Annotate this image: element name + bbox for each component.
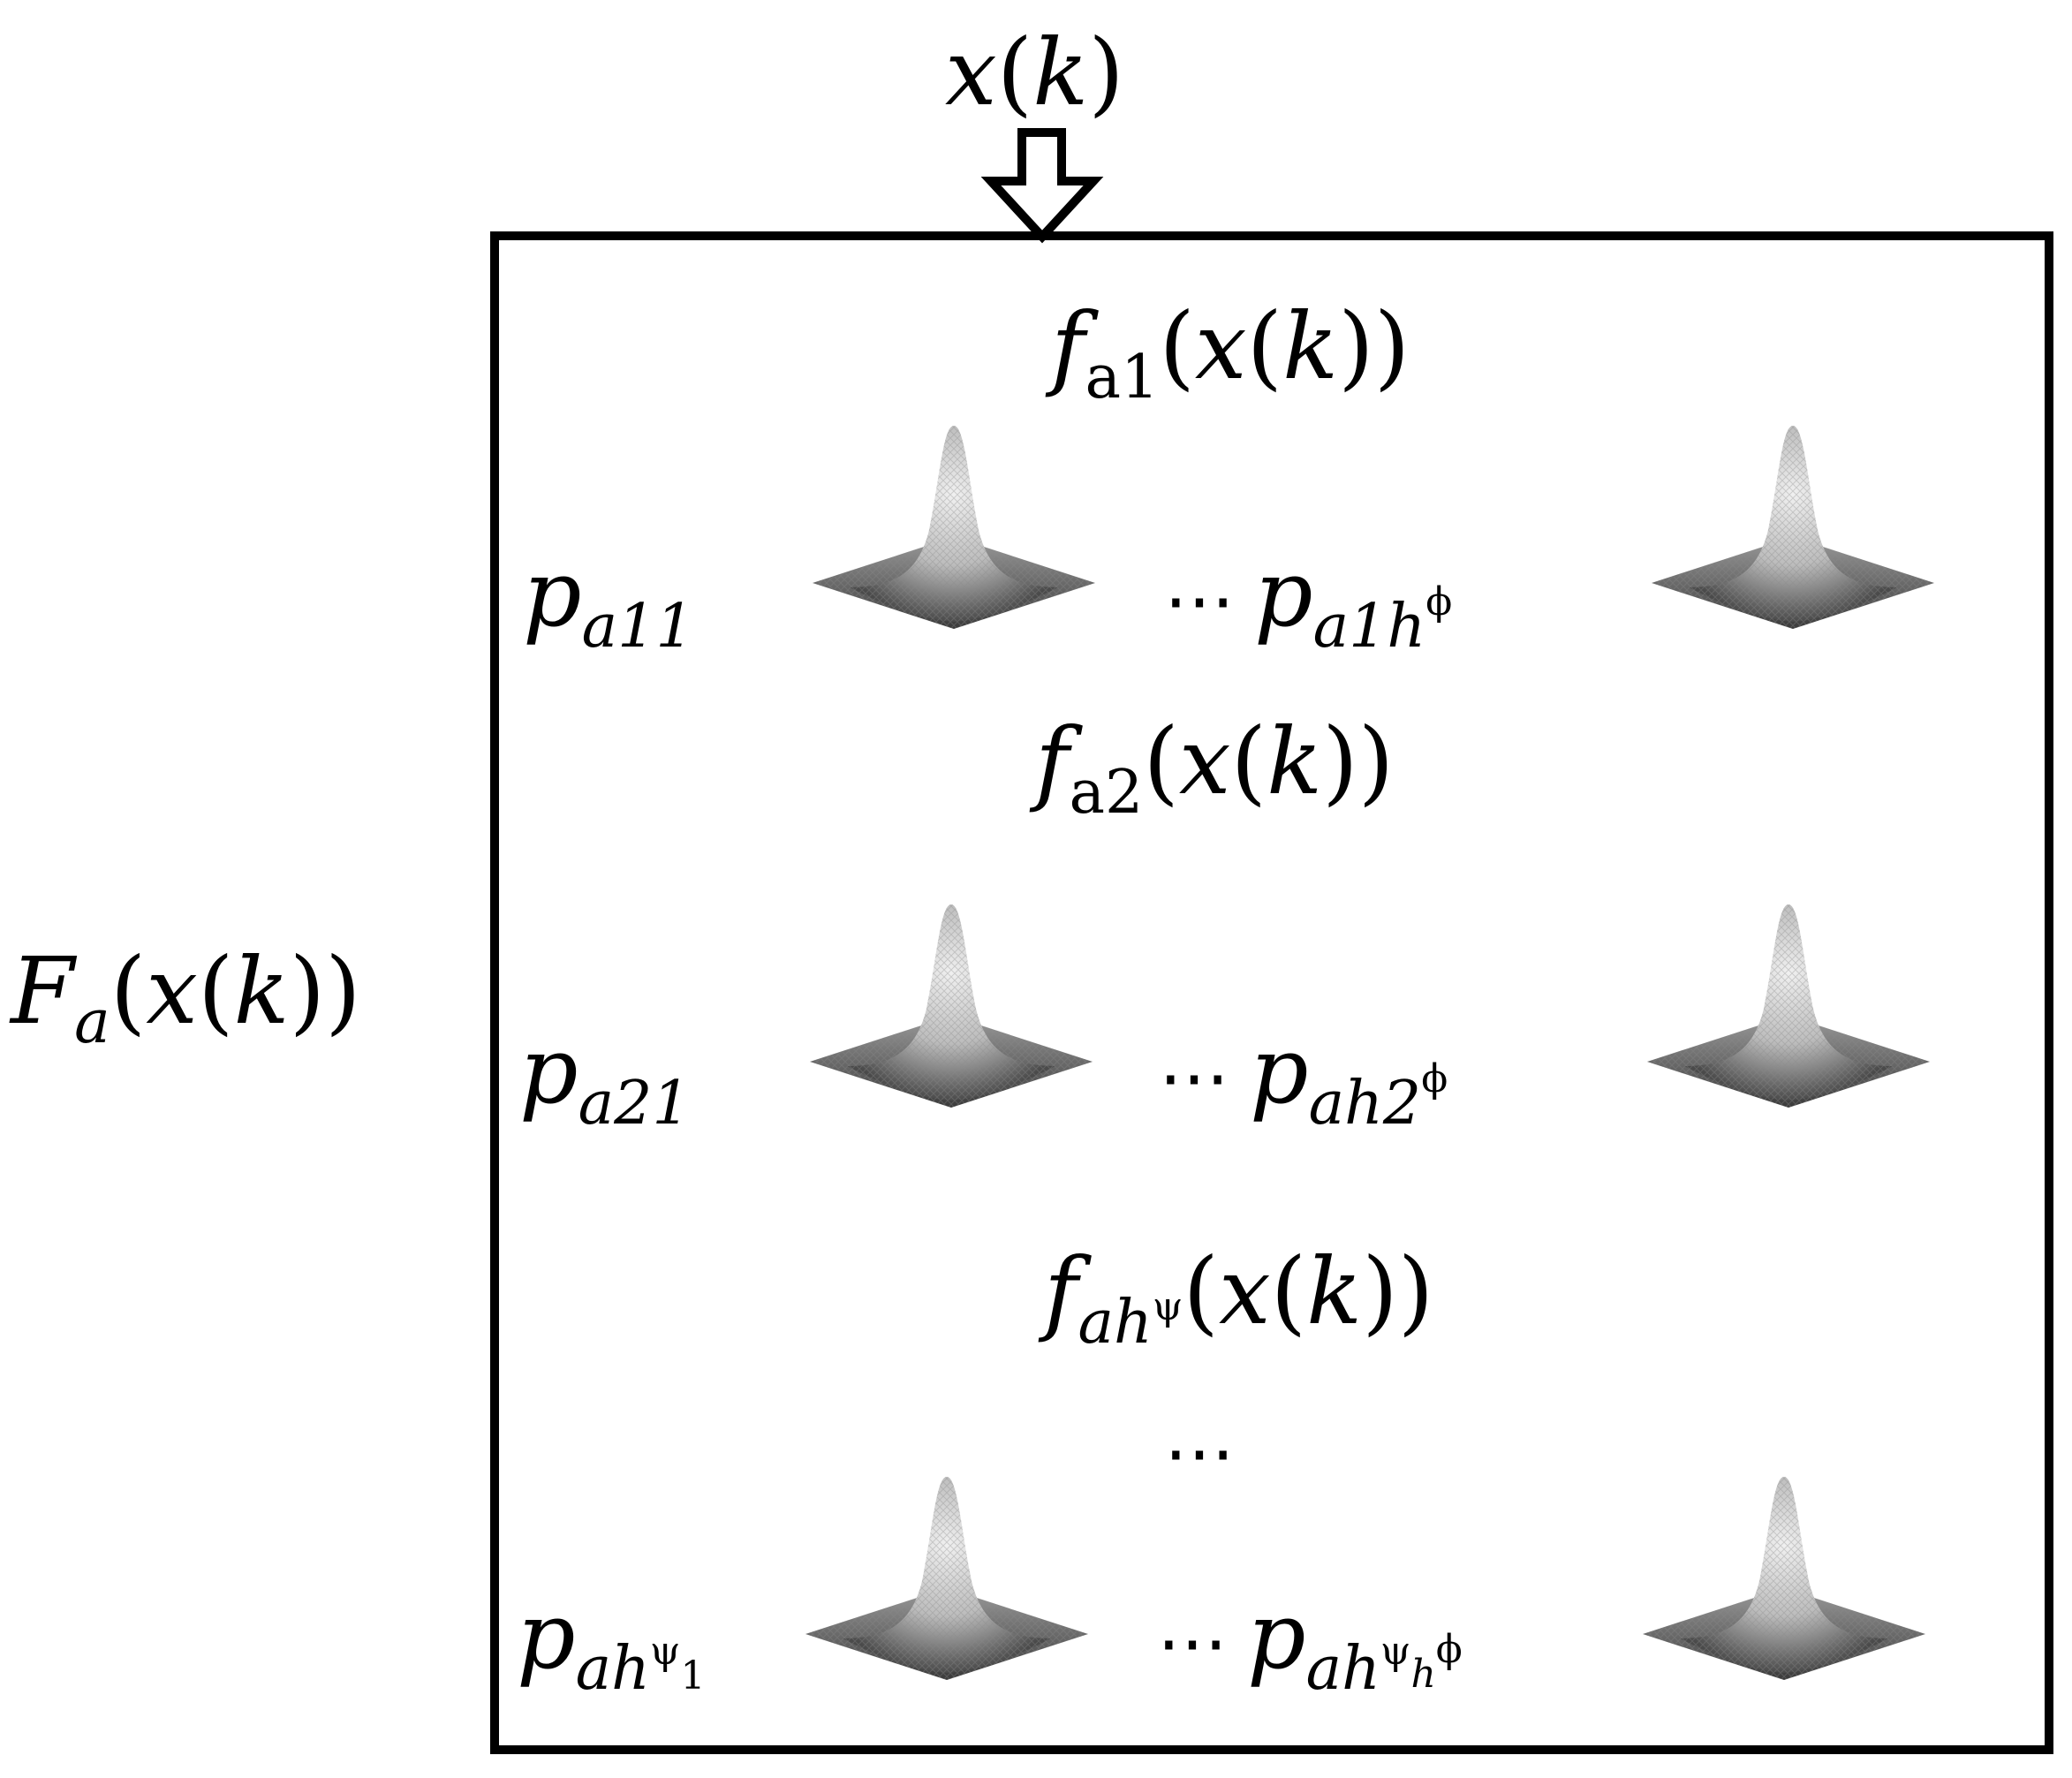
- row2-function-label: fa2(x(k)): [1035, 707, 1395, 828]
- row1-ellipsis: ⋯: [1164, 559, 1235, 641]
- input-label: x(k): [945, 19, 1124, 126]
- gaussian-surface-icon: [1643, 1477, 1925, 1680]
- middle-ellipsis: ⋯: [1164, 1411, 1235, 1494]
- gaussian-surface-icon: [1652, 426, 1934, 629]
- row2-left-param: pa21: [519, 1017, 691, 1139]
- input-arrow: [980, 128, 1104, 244]
- gaussian-surface-icon: [805, 1477, 1088, 1680]
- row3-left-param: pahψ1: [517, 1582, 706, 1704]
- row1-function-label: fa1(x(k)): [1051, 292, 1410, 412]
- gaussian-surface-icon: [1647, 904, 1930, 1108]
- output-function-label: Fa(x(k)): [11, 937, 361, 1057]
- gaussian-surface-icon: [810, 904, 1093, 1108]
- gaussian-surface-icon: [813, 426, 1095, 629]
- row3-function-label: fahψ(x(k)): [1044, 1237, 1434, 1358]
- row1-right-param: pa1hϕ: [1254, 540, 1453, 662]
- row3-right-param: pahψhϕ: [1247, 1582, 1463, 1704]
- row2-right-param: pah2ϕ: [1250, 1017, 1448, 1139]
- row1-left-param: pa11: [523, 540, 694, 662]
- row3-ellipsis: ⋯: [1157, 1601, 1228, 1683]
- membership-block-frame: [490, 231, 2053, 1754]
- row2-ellipsis: ⋯: [1159, 1036, 1229, 1118]
